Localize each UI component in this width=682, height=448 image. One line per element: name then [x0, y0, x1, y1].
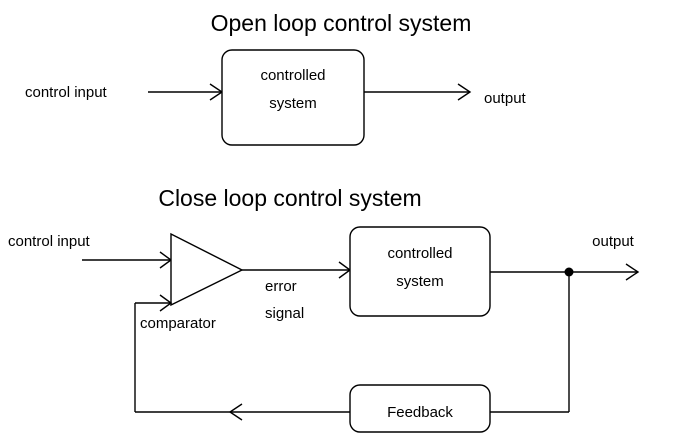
open-loop-block-label-line2: system	[269, 95, 317, 112]
error-signal-label-line2: signal	[265, 305, 304, 322]
error-signal-label-line1: error	[265, 278, 297, 295]
closed-loop-block-label-line2: system	[396, 273, 444, 290]
open-loop-output-label: output	[484, 90, 527, 107]
open-loop-controlled-system-block	[221, 49, 365, 146]
closed-loop-controlled-system-block	[349, 226, 491, 317]
open-loop-input-label: control input	[25, 84, 108, 101]
open-loop-block-label-line1: controlled	[260, 67, 325, 84]
closed-loop-input-label: control input	[8, 233, 91, 250]
feedback-block	[349, 384, 491, 433]
closed-loop-output-arrowhead	[625, 263, 640, 281]
comparator-triangle	[170, 232, 244, 307]
feedback-return-arrowhead	[228, 403, 243, 421]
comparator-label: comparator	[140, 315, 216, 332]
closed-loop-block-label-line1: controlled	[387, 245, 452, 262]
open-loop-title: Open loop control system	[211, 10, 472, 36]
open-loop-output-arrowhead	[457, 83, 472, 101]
closed-loop-output-label: output	[592, 233, 635, 250]
closed-loop-title: Close loop control system	[158, 185, 421, 211]
feedback-block-label: Feedback	[387, 404, 453, 421]
